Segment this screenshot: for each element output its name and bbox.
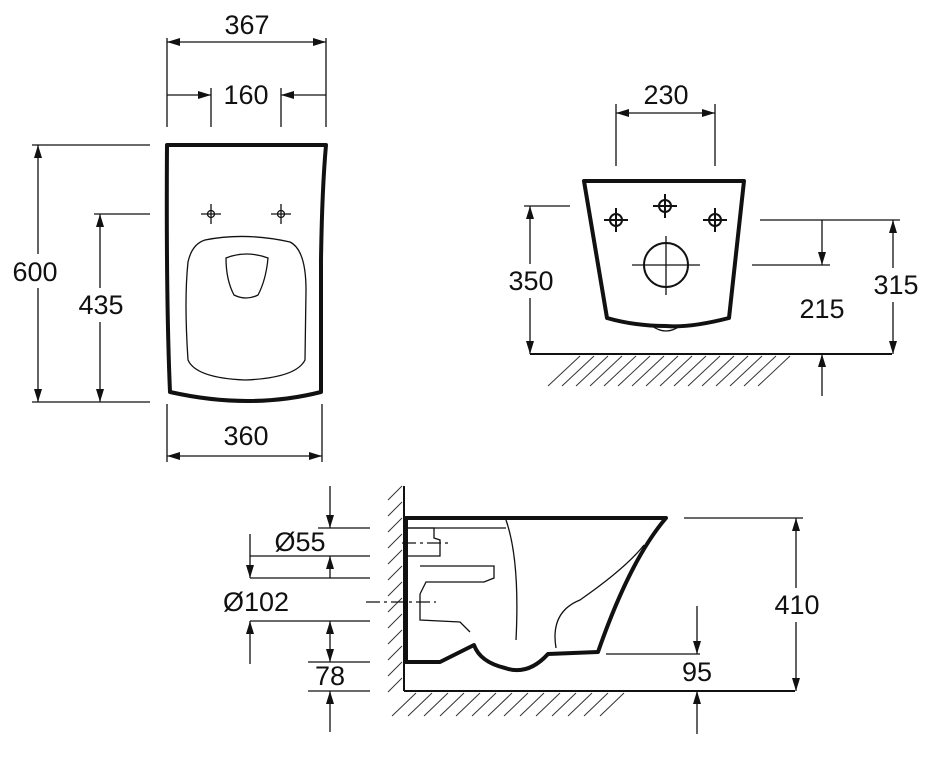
- dimension-label-215: 215: [799, 294, 844, 324]
- fixing-point-icon: [604, 208, 628, 232]
- dimension-outlet-height: 78: [308, 621, 370, 732]
- dimension-hole-spacing: 230: [615, 80, 716, 166]
- rear-view: 230 350 315 215: [498, 80, 932, 396]
- floor-hatching: [530, 353, 892, 387]
- dimension-label-315: 315: [873, 270, 918, 300]
- dimension-label-o102: Ø102: [223, 587, 289, 617]
- side-view-inlet-pipe: [406, 527, 441, 557]
- dimension-label-435: 435: [78, 290, 123, 320]
- fixing-point-icon: [271, 204, 291, 224]
- dimension-label-350: 350: [508, 266, 553, 296]
- outlet-icon: [632, 236, 700, 295]
- rear-view-foot: [651, 325, 681, 332]
- dimension-fixing-spacing: 160: [167, 80, 326, 127]
- dimension-outlet-diameter: Ø102: [223, 534, 370, 664]
- dimension-label-95: 95: [682, 657, 712, 687]
- dimension-rear-width: 360: [166, 404, 323, 462]
- dimension-inlet-diameter: Ø55: [250, 486, 370, 578]
- top-view-outline: [164, 143, 328, 403]
- dimension-label-600: 600: [12, 257, 57, 287]
- dimension-seat-thickness: 95: [606, 606, 712, 734]
- top-view: 367 160 600 435: [2, 10, 328, 462]
- dimension-label-78: 78: [315, 661, 345, 691]
- side-view-outlet-spigot: [419, 594, 471, 633]
- dimension-label-230: 230: [643, 80, 688, 110]
- side-view-trap-contour: [554, 544, 645, 649]
- dimension-overall-height: 410: [684, 517, 830, 691]
- top-view-seat: [185, 235, 307, 381]
- rear-view-outline: [582, 179, 746, 329]
- wall-floor-hatching: [387, 485, 795, 717]
- side-view-inner-contour: [505, 519, 518, 641]
- dimension-label-o55: Ø55: [274, 527, 325, 557]
- dimension-outlet-height: 215: [752, 220, 845, 396]
- fixing-point-icon: [201, 204, 221, 224]
- dimension-overall-width: 367: [166, 10, 327, 127]
- dimension-height-to-bolts: 350: [498, 205, 570, 354]
- side-view-channel: [419, 565, 495, 595]
- dimension-length: 600: [2, 144, 150, 403]
- side-view: Ø55 Ø102 78: [223, 485, 830, 734]
- dimension-label-410: 410: [774, 590, 819, 620]
- side-view-outline: [404, 516, 668, 673]
- dimension-top-height: 315: [760, 219, 932, 354]
- dimension-label-367: 367: [224, 10, 269, 40]
- dimension-fixing-from-rim: 435: [68, 213, 150, 402]
- fixing-point-icon: [653, 194, 677, 218]
- top-view-handle: [225, 253, 269, 299]
- dimension-label-160: 160: [223, 80, 268, 110]
- dimension-label-360: 360: [223, 421, 268, 451]
- fixing-point-icon: [703, 208, 727, 232]
